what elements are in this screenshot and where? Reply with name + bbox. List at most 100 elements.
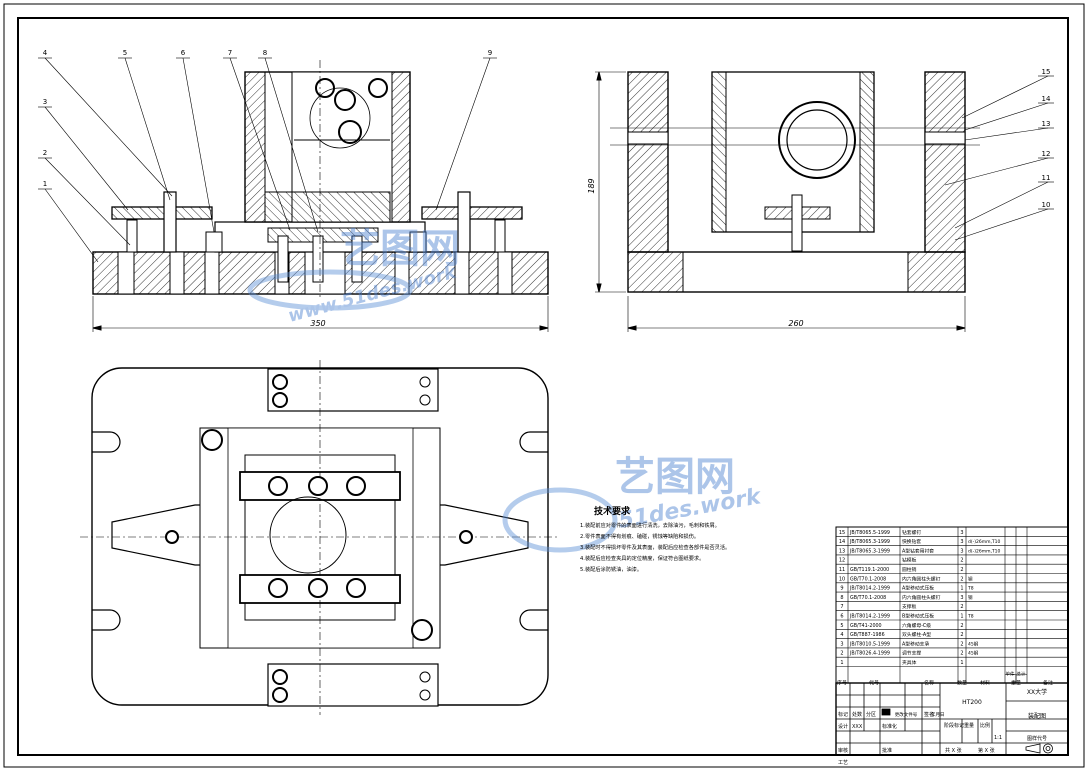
bom-row-code: JB/T8014.2-1999 [849, 586, 890, 592]
title-block-text: 标记 处数 分区 更改文件号 签名 年月日 设计 XXX 标准化 审核 工艺 批… [838, 688, 1047, 766]
svg-text:艺图网: 艺图网 [615, 454, 735, 500]
bom-row-material: 45钢 [968, 640, 979, 647]
bom-row-code: GB/T70.1-2008 [850, 595, 886, 601]
plan-view [80, 360, 560, 715]
bom-row-no: 6 [840, 614, 843, 620]
bom-row-code: JB/T8065.3-1999 [849, 539, 890, 545]
svg-text:比例: 比例 [980, 722, 990, 729]
tech-requirement-line: 4.装配后应检查夹具的定位精度，保证符合图纸要求。 [580, 554, 704, 562]
balloon-4: 4 [43, 49, 48, 57]
balloon-8: 8 [263, 49, 267, 57]
bom-row-no: 1 [840, 660, 843, 666]
bom-header-single: 单件 [1006, 671, 1015, 678]
tech-requirement-line: 3.装配时不得损坏零件及其表面，装配后应检查各部件是否灵活。 [580, 543, 730, 551]
bom-header-total: 总计 [1017, 671, 1026, 678]
svg-text:批准: 批准 [882, 747, 892, 754]
bom-row-name: 内六角圆柱头螺钉 [902, 594, 941, 601]
balloon-7: 7 [228, 49, 232, 57]
bom-row-no: 9 [840, 586, 843, 592]
balloon-2: 2 [43, 149, 47, 157]
side-leaders [944, 75, 1054, 241]
title-block [835, 682, 1069, 756]
inner-border [17, 17, 1069, 756]
bom-row-code: GB/T70.1-2008 [850, 576, 886, 582]
bom-row-code: JB/T8010.5-1999 [849, 641, 890, 647]
svg-text:审核: 审核 [838, 747, 848, 754]
bom-row-no: 13 [839, 548, 845, 554]
balloon-13: 13 [1042, 120, 1051, 128]
bom-row-qty: 3 [960, 539, 963, 545]
bom-row-qty: 3 [960, 548, 963, 554]
balloon-12: 12 [1042, 150, 1051, 158]
bom-row-name: 夹具体 [902, 659, 917, 666]
tech-requirements-title: 技术要求 [594, 505, 631, 517]
bom-row-code: JB/T8026.4-1999 [849, 651, 890, 657]
svg-text:标记: 标记 [838, 711, 848, 718]
bom-row-name: A型钻套用衬套 [902, 547, 934, 554]
bom-row-qty: 1 [960, 614, 963, 620]
svg-text:第 X 张: 第 X 张 [978, 747, 995, 754]
tech-requirement-line: 2.零件表面不得有划痕、磕碰，锈蚀等缺陷和损伤。 [580, 532, 699, 540]
balloon-10: 10 [1042, 201, 1051, 209]
svg-text:阶段标记: 阶段标记 [944, 722, 964, 729]
bom-row-material: 钢 [968, 594, 973, 601]
balloon-11: 11 [1042, 174, 1051, 182]
plan-fasteners [165, 374, 473, 703]
bom-row-no: 7 [840, 604, 843, 610]
bom-row-qty: 2 [960, 558, 963, 564]
side-view [595, 71, 980, 332]
bom-row-code: JB/T8014.2-1999 [849, 614, 890, 620]
tech-requirement-line: 1.装配前应对零件的表面进行清洗，去除油污，毛刺和铁屑。 [580, 521, 720, 529]
bom-row-name: A型移动支承 [902, 640, 929, 647]
svg-text:更改文件号: 更改文件号 [895, 711, 918, 718]
drawing-name: 装配图 [1028, 712, 1046, 720]
bom-row-no: 5 [840, 623, 843, 629]
svg-text:处数: 处数 [852, 711, 862, 718]
scale-value: 1:1 [994, 735, 1002, 741]
school-name: XX大学 [1027, 688, 1047, 696]
svg-text:重量: 重量 [964, 722, 974, 729]
bom-row-no: 10 [839, 576, 845, 582]
bom-row-material: 钢 [968, 575, 973, 582]
svg-text:年月日: 年月日 [931, 711, 945, 718]
front-width-dimension: 350 [310, 319, 325, 328]
projection-symbol [1025, 743, 1053, 754]
bom-row-code: GB/T41-2000 [850, 623, 882, 629]
bom-row-no: 8 [840, 595, 843, 601]
bom-row-qty: 2 [960, 576, 963, 582]
bom-row-name: 钻模板 [902, 557, 917, 564]
svg-text:艺图网: 艺图网 [340, 226, 460, 272]
bom-row-no: 14 [839, 539, 845, 545]
balloon-14: 14 [1042, 95, 1051, 103]
balloon-6: 6 [181, 49, 186, 57]
bom-row-qty: 2 [960, 604, 963, 610]
svg-text:共 X 张: 共 X 张 [945, 747, 962, 754]
bom-row-name: 快换钻套 [902, 538, 921, 545]
bom-row-name: 支撑板 [902, 603, 917, 610]
svg-text:工艺: 工艺 [838, 760, 848, 766]
bom-row-material: T8 [967, 614, 974, 620]
balloon-1: 1 [43, 180, 47, 188]
bom-row-code: JB/T8065.5-1999 [849, 530, 890, 536]
side-height-dimension: 189 [587, 178, 596, 193]
designer-name: XXX [852, 724, 863, 730]
bom-row-name: B型移动式压板 [902, 613, 934, 620]
material-value: HT200 [962, 699, 982, 706]
bom-row-material: T8 [967, 586, 974, 592]
bom-row-material: d(-)26mm,T10 [968, 548, 1001, 554]
front-leaders [38, 57, 497, 263]
bom-row-name: 圆柱销 [902, 566, 917, 573]
bom-row-no: 3 [840, 641, 843, 647]
bom-row-qty: 2 [960, 632, 963, 638]
bom-row-no: 2 [840, 651, 843, 657]
balloon-9: 9 [488, 49, 492, 57]
bom-row-name: 六角螺母-C级 [902, 622, 931, 629]
bom-row-qty: 1 [960, 586, 963, 592]
svg-text:标准化: 标准化 [882, 723, 897, 730]
bom-row-no: 4 [840, 632, 843, 638]
bom-row-qty: 2 [960, 623, 963, 629]
bom-row-qty: 3 [960, 595, 963, 601]
tech-requirements: 技术要求 1.装配前应对零件的表面进行清洗，去除油污，毛刺和铁屑。 2.零件表面… [580, 505, 730, 573]
